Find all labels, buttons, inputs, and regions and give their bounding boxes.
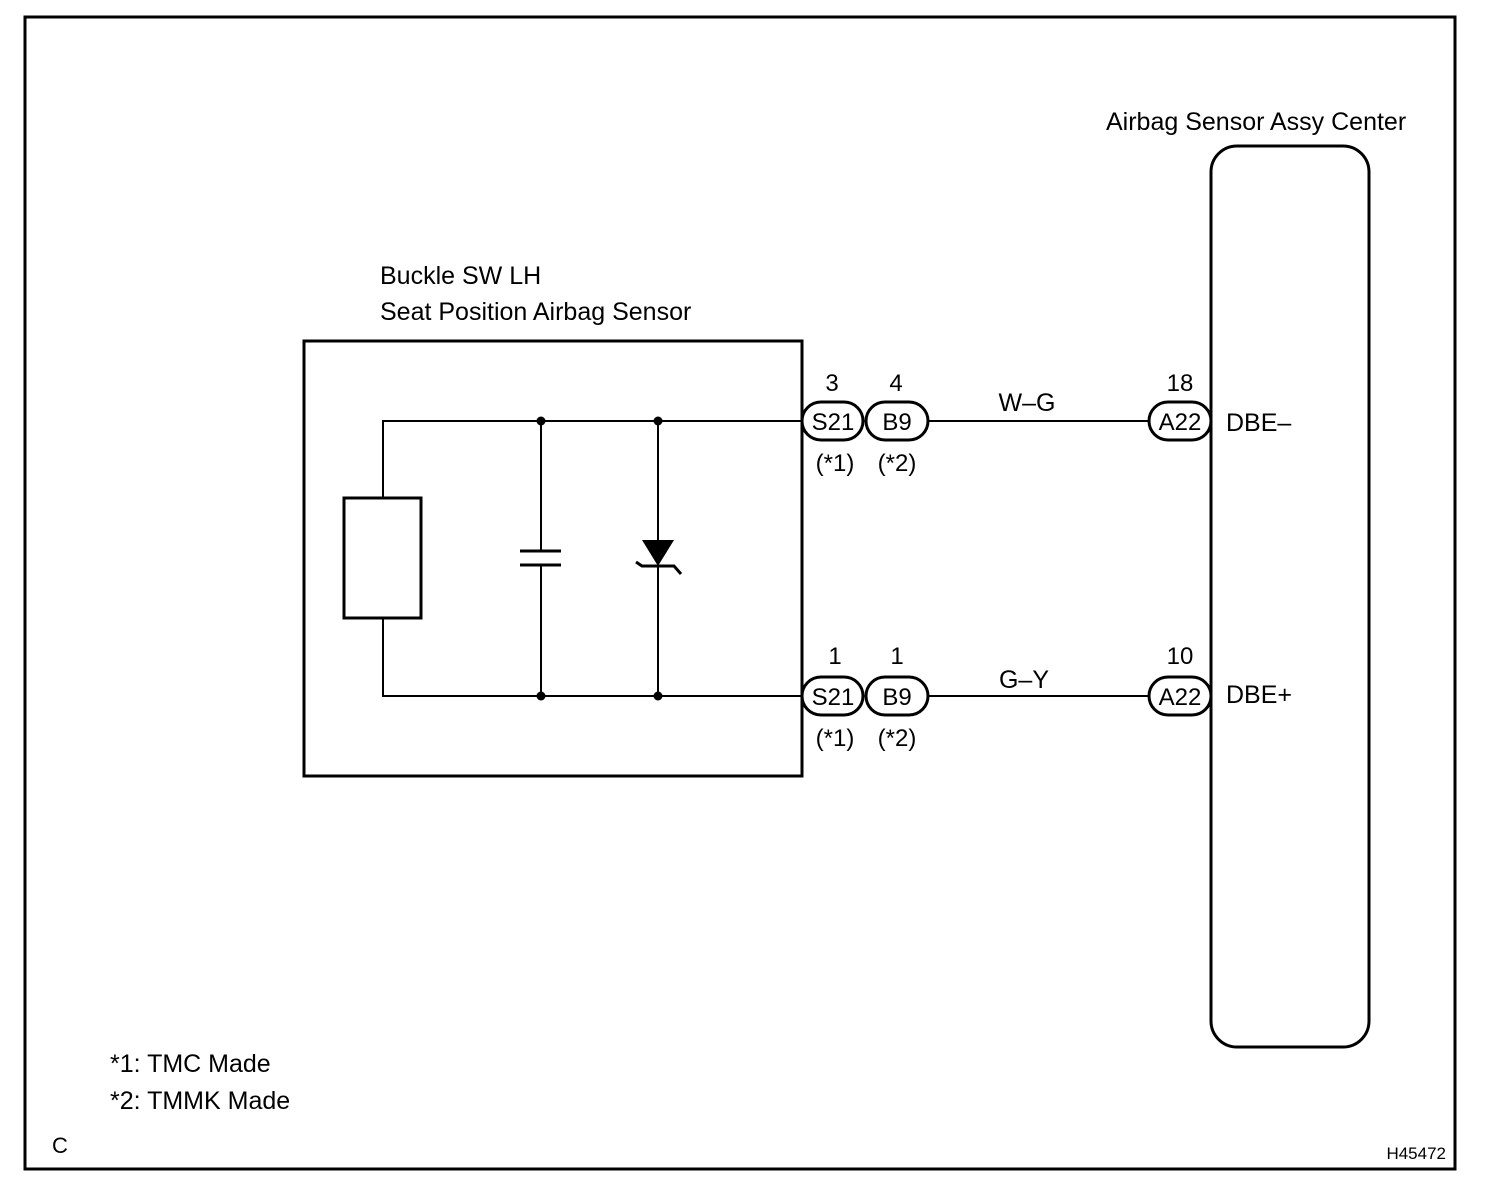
top-wire-color: W–G [999,389,1056,417]
diagram-frame [23,15,1457,1171]
junction-dot [536,691,546,701]
top-note1-label: (*1) [816,450,855,477]
bottom-note1-label: (*1) [816,725,855,752]
top-a22-label: A22 [1159,409,1202,436]
bottom-a22-label: A22 [1159,684,1202,711]
legend-note2: *2: TMMK Made [110,1087,290,1115]
ecu-box [1209,144,1371,1049]
bottom-a22-pin-number: 10 [1167,643,1194,670]
sensor-internal-circuit [342,416,802,701]
junction-dot [653,691,663,701]
top-b9-label: B9 [882,409,911,436]
sensor-box [302,339,804,778]
junction-dot [536,416,546,426]
top-s21-label: S21 [812,409,855,436]
bottom-b9-pin-number: 1 [890,643,903,670]
resistor-symbol [342,496,423,620]
zener-diode-symbol [635,421,683,696]
bottom-terminal-label: DBE+ [1226,681,1292,709]
top-a22-pin-number: 18 [1167,370,1194,397]
bottom-b9-label: B9 [882,684,911,711]
top-b9-pin-number: 4 [889,370,902,397]
top-s21-pin-number: 3 [825,370,838,397]
capacitor-symbol [520,421,561,696]
ecu-title: Airbag Sensor Assy Center [1106,108,1406,136]
legend-note1: *1: TMC Made [110,1050,271,1078]
top-terminal-label: DBE– [1226,409,1291,437]
bottom-note2-label: (*2) [878,725,917,752]
corner-letter: C [52,1133,68,1158]
bottom-s21-pin-number: 1 [828,643,841,670]
sensor-title-line2: Seat Position Airbag Sensor [380,298,691,326]
bottom-wire-color: G–Y [999,666,1049,694]
junction-dot [653,416,663,426]
sensor-title-line1: Buckle SW LH [380,262,541,290]
bottom-s21-label: S21 [812,684,855,711]
bottom-s21-connector [800,675,865,717]
figure-id: H45472 [1386,1144,1446,1163]
top-note2-label: (*2) [878,450,917,477]
top-s21-connector [800,400,865,442]
